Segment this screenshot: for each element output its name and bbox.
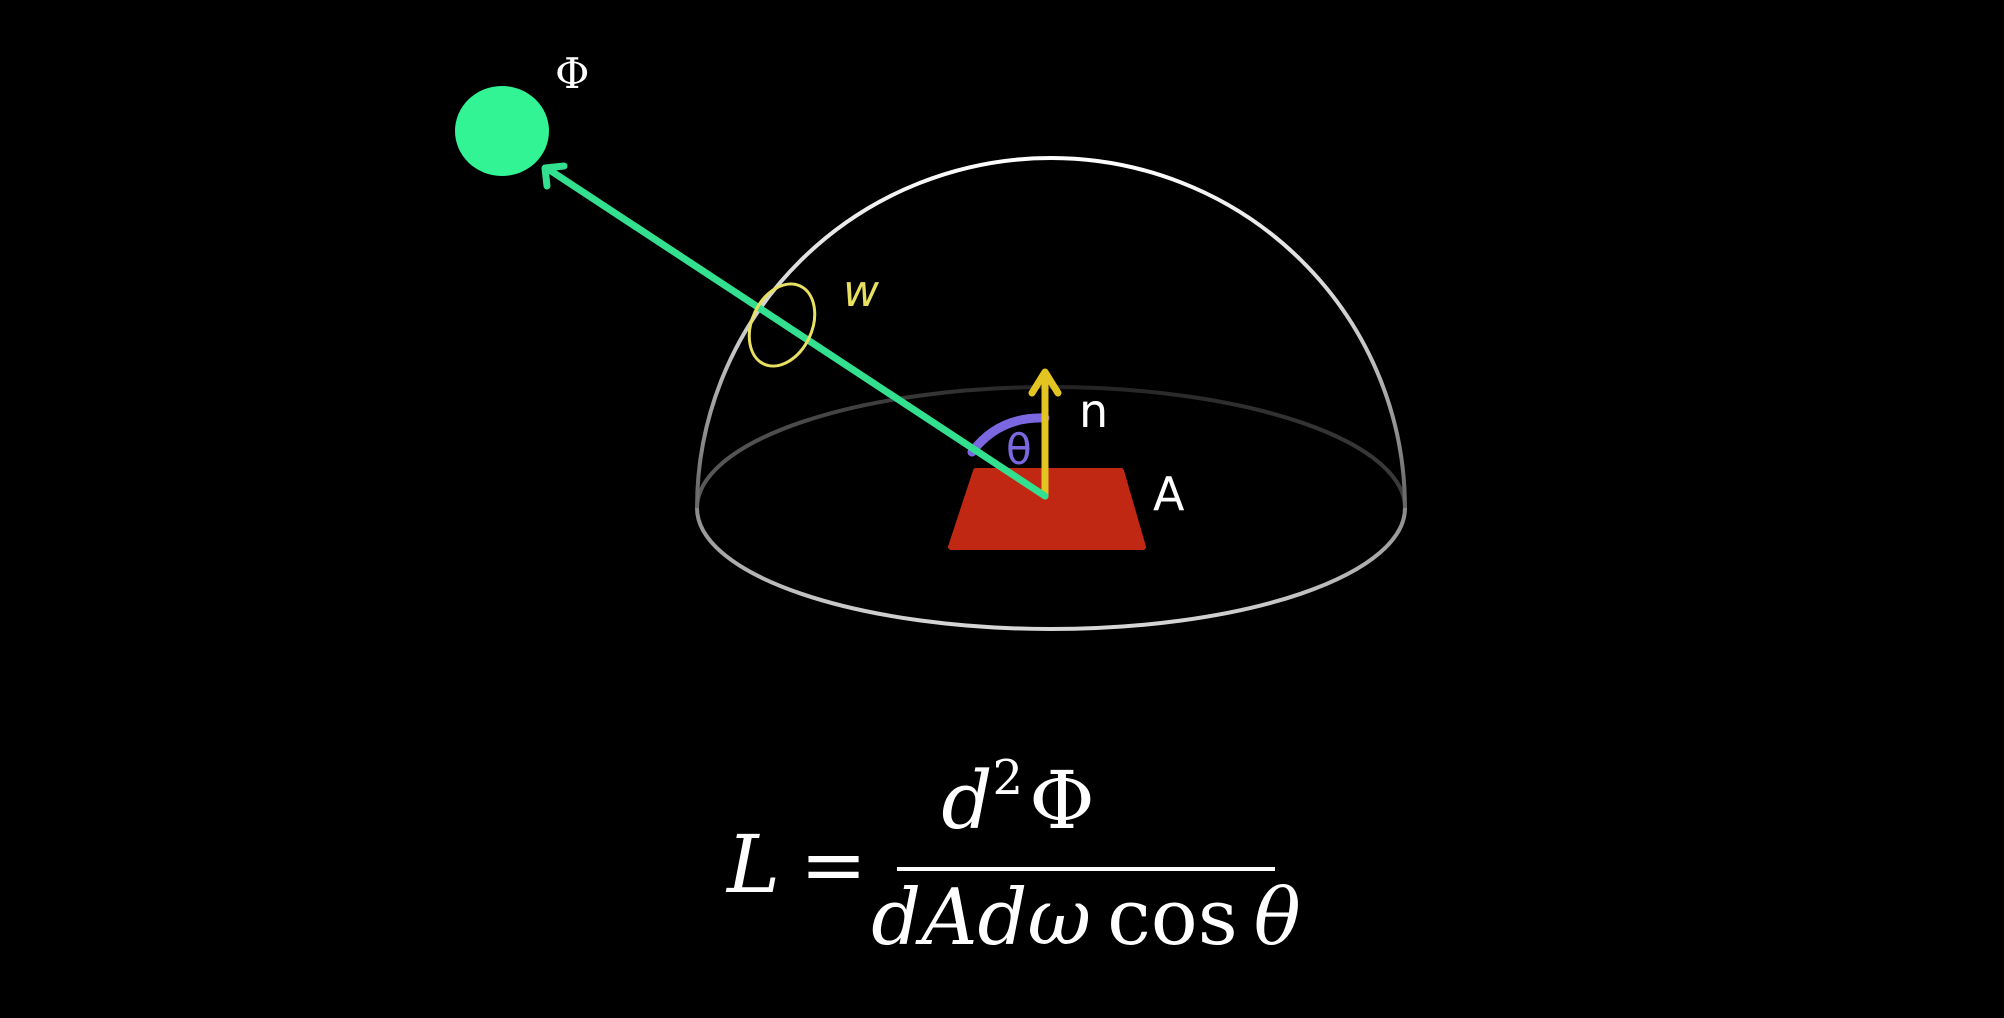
hemisphere-dome <box>695 156 1407 509</box>
solid-angle-label: w <box>843 266 880 317</box>
flux-label: Φ <box>555 49 589 98</box>
hemisphere-base-front <box>695 507 1407 631</box>
hemisphere <box>695 156 1407 631</box>
formula-lhs: L <box>725 818 780 911</box>
formula-equals: = <box>800 818 867 911</box>
angle-label: θ <box>1006 425 1032 474</box>
light-source <box>455 86 549 176</box>
area-label: A <box>1153 467 1185 521</box>
surface-patch <box>948 468 1146 550</box>
normal-arrow <box>1028 368 1062 500</box>
formula-numerator: d2Φ <box>941 750 1094 847</box>
numerator-phi: Φ <box>1029 754 1095 847</box>
angle-arc <box>967 413 1050 457</box>
numerator-d: d <box>941 754 992 847</box>
normal-label: n <box>1079 384 1108 438</box>
incident-ray <box>541 162 1049 500</box>
denominator-dA: dA <box>871 873 977 963</box>
denominator-domega: dω <box>978 873 1092 963</box>
denominator-cos: cos <box>1107 873 1238 963</box>
numerator-exponent: 2 <box>993 750 1024 806</box>
solid-angle-ring <box>747 282 817 368</box>
denominator-theta: θ <box>1254 873 1301 963</box>
